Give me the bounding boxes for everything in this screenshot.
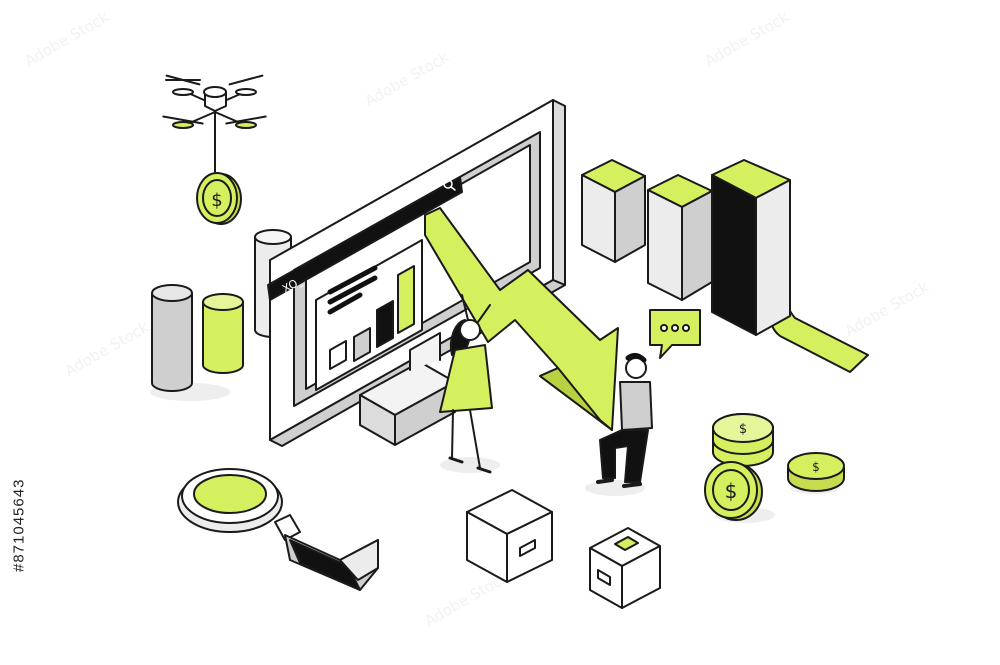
search-icon <box>443 179 456 191</box>
coin-stack-icon: $ <box>712 413 774 467</box>
hanging-coin-icon: $ <box>196 172 242 225</box>
dashboard-panel <box>315 239 423 391</box>
ballot-box-icon <box>589 527 661 609</box>
box-icon <box>466 489 553 583</box>
coin-dollar-symbol: $ <box>812 460 820 474</box>
woman-figure <box>439 294 493 474</box>
stock-id-label: #871045643 <box>10 478 28 572</box>
upright-coin-icon: $ <box>704 461 763 521</box>
falling-arrow-icon <box>424 207 619 431</box>
flat-coin-icon: $ <box>787 452 845 492</box>
coin-dollar-symbol: $ <box>211 190 222 211</box>
magnifying-glass-icon <box>177 468 379 591</box>
drone-icon <box>162 74 267 173</box>
bar-chart-icon <box>581 159 791 336</box>
cylinder-chart-icon <box>151 229 292 392</box>
coin-dollar-symbol: $ <box>739 422 747 437</box>
man-figure <box>596 352 653 488</box>
coin-dollar-symbol: $ <box>725 479 738 503</box>
chat-bubble-icon <box>649 309 701 359</box>
